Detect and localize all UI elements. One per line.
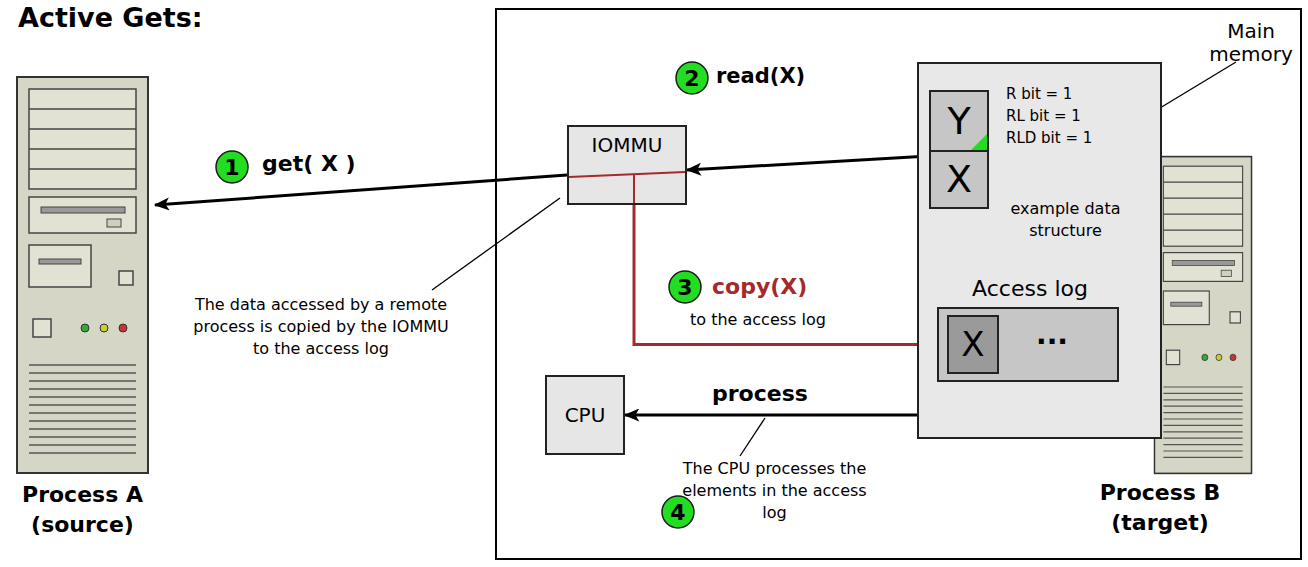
node-label: Y (931, 92, 987, 144)
access-log-box: XAccess log (937, 307, 1119, 382)
node-label: X (931, 152, 987, 202)
bit-note: RL bit = 1 (1006, 106, 1081, 127)
data-element-box: Y (929, 90, 989, 152)
leader-line (740, 418, 765, 456)
read-arrow (687, 156, 929, 170)
node-label: Access log (939, 275, 1121, 303)
callout-circle (669, 271, 701, 303)
callout-number: 3 (669, 272, 701, 304)
callout-circle (662, 496, 694, 528)
note-text: example data structure (998, 198, 1133, 242)
iommu-box: IOMMU (567, 125, 687, 205)
node-label: X (949, 317, 997, 365)
node-label: CPU (547, 377, 623, 427)
callout-number: 1 (216, 152, 248, 184)
copy-arrow (634, 205, 947, 345)
data-element-box: X (929, 150, 989, 209)
bit-note: RLD bit = 1 (1006, 128, 1092, 149)
bit-note: R bit = 1 (1006, 84, 1072, 105)
edge-label: process (712, 380, 808, 408)
computer-icon (17, 77, 148, 473)
node-label: Process A (source) (5, 480, 160, 540)
edge-label: read(X) (716, 62, 805, 90)
log-entry-box: X (947, 315, 999, 374)
ellipsis: ... (1036, 318, 1068, 352)
edge-label: get( X ) (262, 150, 356, 178)
computer-node: Process A (source) (10, 70, 155, 545)
leader-line (1160, 62, 1236, 108)
diagram-title: Active Gets: (18, 2, 203, 33)
get-arrow (155, 175, 567, 205)
node-label: IOMMU (569, 127, 685, 157)
computer-icon (1154, 157, 1251, 474)
callout-number: 4 (662, 497, 694, 529)
cpu-box: CPU (545, 375, 625, 455)
note-text: The CPU processes the elements in the ac… (677, 458, 872, 524)
callout-number: 2 (676, 63, 708, 95)
callout-circle (676, 62, 708, 94)
note-text: to the access log (690, 309, 826, 331)
callout-circle (216, 151, 248, 183)
target-machine-box: IOMMUCPUYXXAccess logMain memoryProcess … (495, 8, 1302, 560)
node-label: Main memory (1191, 20, 1308, 66)
note-text: The data accessed by a remote process is… (190, 294, 452, 360)
edge-label: copy(X) (712, 273, 807, 301)
node-label: Process B (target) (1080, 478, 1240, 538)
